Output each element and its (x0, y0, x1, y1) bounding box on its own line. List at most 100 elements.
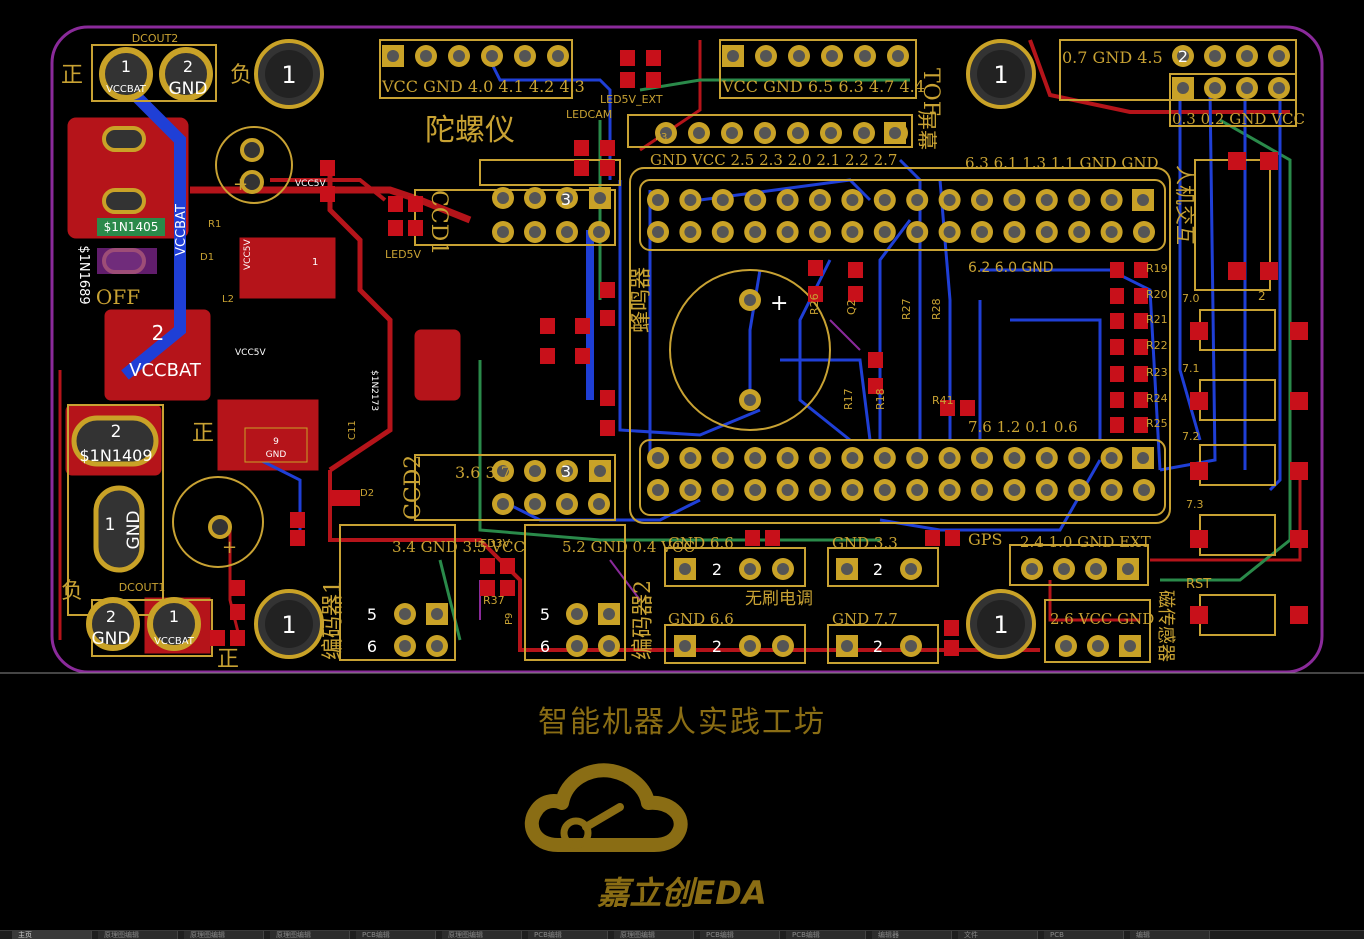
smd-pad (575, 348, 590, 364)
editor-tab[interactable]: 原理图编辑 (98, 931, 178, 939)
pcb-drill (1241, 82, 1253, 94)
smd-pad (600, 310, 615, 326)
ic-pin9: 9 (273, 437, 279, 447)
pcb-drill (943, 226, 956, 238)
r18-label: R18 (874, 388, 887, 410)
r23-label: R23 (1146, 366, 1168, 379)
bldc-bottom-pin2: 2 (712, 637, 722, 656)
power-jack: 2 $1N1409 1 GND (71, 415, 159, 573)
pcb-drill (684, 484, 697, 496)
editor-tab[interactable]: 原理图编辑 (442, 931, 522, 939)
dcout1-pin1-net: VCCBAT (154, 636, 195, 647)
pcb-drill (1092, 640, 1104, 652)
pcb-drill (841, 640, 853, 652)
pcb-drill (486, 50, 498, 62)
smd-pad (745, 530, 760, 546)
screen-title: 屏幕 (915, 110, 939, 150)
bldc-top-pin2: 2 (712, 560, 722, 579)
editor-tab[interactable]: 原理图编辑 (614, 931, 694, 939)
smd-pad (765, 530, 780, 546)
bottom-right-labels: 2.6 VCC GND (1050, 610, 1154, 628)
smd-pad (540, 348, 555, 364)
pcb-drill (878, 194, 891, 206)
mount-hole-bl: 1 (254, 589, 324, 659)
pcb-drill (497, 498, 509, 510)
pcb-drill (716, 194, 729, 206)
pcb-drill (1105, 452, 1118, 464)
pcb-drill (744, 294, 756, 306)
editor-tab[interactable]: 原理图编辑 (184, 931, 264, 939)
mount-hole-label: 1 (281, 61, 296, 89)
smd-pad (230, 630, 245, 646)
smd-pad (868, 352, 883, 368)
r1-label: R1 (208, 219, 221, 230)
r25-label: R25 (1146, 417, 1168, 430)
ccd1-pin3: 3 (561, 190, 571, 209)
pcb-drill (878, 484, 891, 496)
power-components: + + VCC5V VCC5V L2 R1 D1 1 9 GND C11 D2 … (192, 138, 379, 558)
editor-tab[interactable]: 编辑器 (872, 931, 952, 939)
pcb-drill (603, 640, 615, 652)
editor-tab[interactable]: PCB编辑 (528, 931, 608, 939)
r17-label: R17 (842, 388, 855, 410)
editor-tab[interactable]: 编辑 (1130, 931, 1210, 939)
smd-pad (600, 140, 615, 156)
smd-pad (600, 420, 615, 436)
smd-pad (944, 620, 959, 636)
ccd1-title: CCD1 (426, 190, 451, 255)
pcb-drill (976, 484, 988, 496)
pcb-drill (652, 484, 664, 496)
smd-pad (1290, 462, 1308, 480)
pcb-drill (814, 226, 826, 238)
brand-name: 嘉立创EDA (597, 874, 767, 912)
ccd2-pin3: 3 (561, 462, 571, 481)
editor-tab[interactable]: PCB (1044, 931, 1124, 939)
pcb-drill (744, 563, 756, 575)
pcb-drill (552, 50, 564, 62)
smd-pad (1134, 262, 1148, 278)
pcb-drill (760, 50, 772, 62)
editor-tab[interactable]: PCB编辑 (356, 931, 436, 939)
cap-plus-bottom: + (222, 537, 237, 558)
pcb-drill (571, 640, 583, 652)
pcb-drill (399, 608, 411, 620)
pcb-drill (749, 226, 762, 238)
pcb-drill (911, 452, 924, 464)
pcb-drill (814, 452, 826, 464)
pcb-drill (744, 394, 756, 406)
dcout1-connector: 2 GND 1 VCCBAT DCOUT1 负 正 (61, 579, 239, 672)
editor-tab[interactable]: 主页 (12, 931, 92, 939)
editor-tab[interactable]: 文件 (958, 931, 1038, 939)
editor-tab[interactable]: PCB编辑 (786, 931, 866, 939)
editor-tab[interactable]: PCB编辑 (700, 931, 780, 939)
pcb-drill (571, 608, 583, 620)
smd-pad (1110, 417, 1124, 433)
editor-tab[interactable]: 原理图编辑 (270, 931, 350, 939)
pcb-drill (431, 608, 443, 620)
top-right-header-bottom: 0.3 0.2 GND VCC (1172, 110, 1305, 128)
smd-pad (868, 378, 883, 394)
d1-label: D1 (200, 252, 214, 263)
r41-label: R41 (932, 394, 954, 407)
key-7-3: 7.3 (1186, 498, 1204, 511)
c11-label: C11 (347, 420, 358, 440)
smd-pad (848, 262, 863, 278)
mount-hole-tr: 1 (966, 39, 1036, 109)
gps-labels: 2.4 1.0 GND EXT (1020, 533, 1151, 551)
pcb-drill (519, 50, 531, 62)
smd-pad (500, 580, 515, 596)
net-vccbat-vertical: VCCBAT (174, 204, 189, 256)
smd-pad (620, 50, 635, 66)
pcb-drill (1105, 484, 1118, 496)
smd-pad (848, 286, 863, 302)
pcb-drill (1273, 50, 1285, 62)
dcout2-pin2: 2 (183, 57, 193, 76)
ic-gnd: GND (266, 450, 287, 460)
r21-label: R21 (1146, 313, 1168, 326)
net-vcc5v-d: VCC5V (235, 348, 266, 358)
pcb-drill (1209, 50, 1221, 62)
pcb-drill (1090, 563, 1102, 575)
pcb-drill (1138, 484, 1150, 496)
switch-pin2: 2 (152, 321, 165, 345)
